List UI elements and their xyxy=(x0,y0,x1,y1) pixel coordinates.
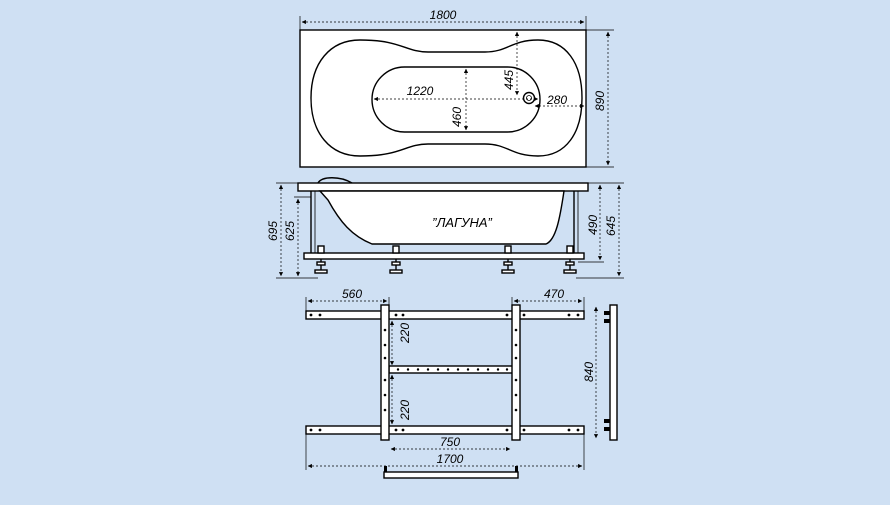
foot-part xyxy=(501,269,515,274)
hole xyxy=(476,368,480,371)
hole xyxy=(522,313,526,317)
frame-side-profile xyxy=(609,304,618,441)
tub-bottom-outline xyxy=(371,66,541,133)
hole xyxy=(496,368,500,371)
hole xyxy=(514,393,518,397)
hole xyxy=(505,428,509,432)
hole xyxy=(394,428,398,432)
hole xyxy=(505,368,509,371)
frame-bottom-bar xyxy=(303,252,585,260)
hole xyxy=(514,378,518,382)
foot-part xyxy=(503,261,513,266)
tub-rim xyxy=(297,182,589,192)
dim-drain-x-label: 280 xyxy=(546,93,567,107)
hole xyxy=(309,428,313,432)
profile-bracket xyxy=(384,466,387,472)
hole xyxy=(309,313,313,317)
dim-total-length-label: 1700 xyxy=(437,452,464,466)
dim-rim-height-label: 645 xyxy=(604,216,618,236)
frame-view: 560 470 220 220 840 750 1700 xyxy=(305,287,618,479)
hole xyxy=(383,328,387,332)
hole xyxy=(514,343,518,347)
hole xyxy=(406,368,410,371)
hole xyxy=(401,313,405,317)
hole xyxy=(514,328,518,332)
hole xyxy=(576,313,580,317)
foot-part xyxy=(566,245,574,254)
profile-bracket xyxy=(515,466,518,472)
hole xyxy=(466,368,470,371)
hole xyxy=(396,368,400,371)
hole xyxy=(567,313,571,317)
foot-4 xyxy=(563,245,577,274)
hole xyxy=(383,356,387,360)
side-view: ”ЛАГУНА” xyxy=(266,177,624,279)
hole xyxy=(505,313,509,317)
foot-2 xyxy=(389,245,403,274)
foot-3 xyxy=(501,245,515,274)
foot-part xyxy=(317,245,325,254)
foot-part xyxy=(504,245,512,254)
hole xyxy=(383,343,387,347)
hole xyxy=(456,368,460,371)
hole xyxy=(383,393,387,397)
hole xyxy=(416,368,420,371)
hole xyxy=(426,368,430,371)
hole xyxy=(486,368,490,371)
dim-length-label: 1800 xyxy=(430,8,457,22)
foot-part xyxy=(565,261,575,266)
dim-inner-length-label: 1220 xyxy=(407,84,434,98)
foot-1 xyxy=(314,245,328,274)
hole xyxy=(567,428,571,432)
model-name: ”ЛАГУНА” xyxy=(432,215,492,230)
headrest-bump xyxy=(317,177,353,184)
hole xyxy=(522,428,526,432)
dim-width-label: 890 xyxy=(593,91,607,111)
hole xyxy=(436,368,440,371)
profile-bracket xyxy=(604,311,610,315)
hole xyxy=(446,368,450,371)
dim-spacing-bottom-label: 220 xyxy=(398,400,412,421)
dim-right-offset-label: 470 xyxy=(544,287,564,301)
frame-post-left xyxy=(380,304,390,441)
profile-bracket xyxy=(604,319,610,323)
hole xyxy=(318,313,322,317)
foot-part xyxy=(316,261,326,266)
frame-bar-top xyxy=(305,310,585,320)
foot-part xyxy=(391,261,401,266)
frame-holes xyxy=(309,313,580,432)
dim-left-offset-label: 560 xyxy=(342,287,362,301)
frame-post-right xyxy=(511,304,521,441)
dim-frame-height-label: 625 xyxy=(283,221,297,241)
foot-part xyxy=(314,269,328,274)
dim-drain-y-label: 445 xyxy=(502,70,516,90)
hole xyxy=(394,313,398,317)
dim-total-height-label: 695 xyxy=(266,221,280,241)
hole xyxy=(383,378,387,382)
foot-part xyxy=(389,269,403,274)
dim-inner-span-label: 750 xyxy=(440,435,460,449)
tub-inner-contour xyxy=(310,39,583,157)
dim-inner-width-label: 460 xyxy=(450,107,464,127)
foot-part xyxy=(563,269,577,274)
foot-part xyxy=(392,245,400,254)
tub-body-profile xyxy=(318,190,565,245)
profile-bracket xyxy=(604,419,610,423)
frame-bar-bottom xyxy=(305,425,585,435)
hole xyxy=(576,428,580,432)
hole xyxy=(383,408,387,412)
dim-frame-length-label: 840 xyxy=(582,362,596,382)
hole xyxy=(401,428,405,432)
hole xyxy=(514,356,518,360)
dim-depth-label: 490 xyxy=(586,215,600,235)
dim-spacing-top-label: 220 xyxy=(398,323,412,344)
top-view: 1800 890 1220 460 445 280 xyxy=(299,8,614,168)
hole xyxy=(514,408,518,412)
hole xyxy=(318,428,322,432)
tub-outer-outline xyxy=(299,29,587,168)
frame-bottom-profile xyxy=(383,471,519,479)
profile-bracket xyxy=(604,427,610,431)
